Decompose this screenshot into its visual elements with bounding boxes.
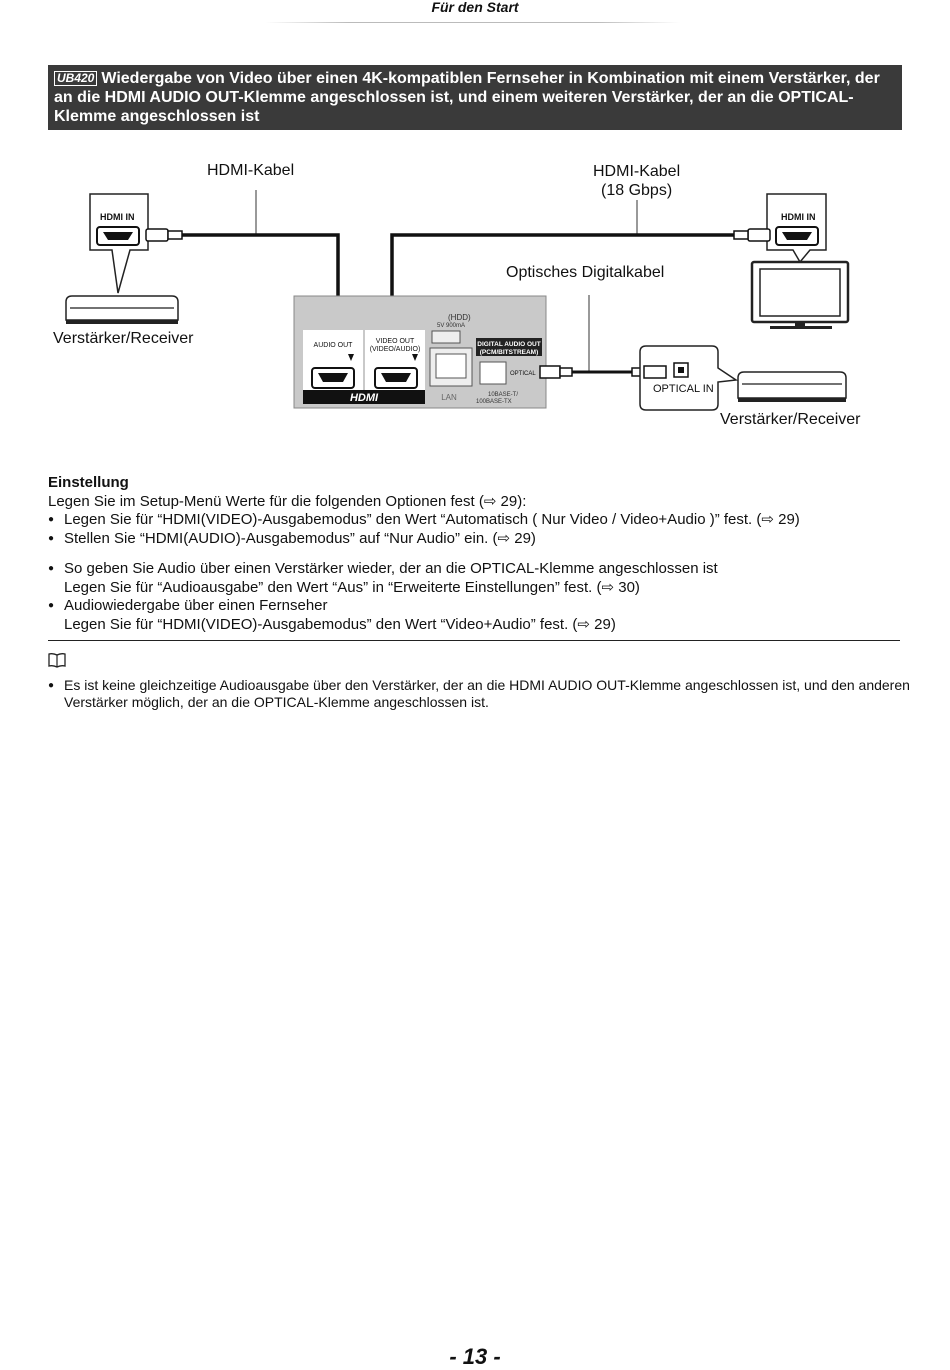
hdmi-in-callout-left: HDMI IN: [89, 193, 149, 294]
settings-bullet-4-line-2: Legen Sie für “HDMI(VIDEO)-Ausgabemodus”…: [64, 615, 616, 633]
lan-spec-label-2: 100BASE-TX: [476, 399, 512, 405]
receiver-left-label: Verstärker/Receiver: [53, 330, 194, 347]
settings-bullet-3-line-2: Legen Sie für “Audioausgabe” den Wert “A…: [64, 578, 640, 596]
settings-bullet-3: So geben Sie Audio über einen Verstärker…: [48, 560, 908, 597]
digital-audio-out-label: DIGITAL AUDIO OUT: [477, 341, 540, 348]
banner-text: Wiedergabe von Video über einen 4K-kompa…: [54, 70, 880, 125]
hdmi-cable-left-label: HDMI-Kabel: [207, 162, 295, 179]
pcm-bitstream-label: (PCM/BITSTREAM): [480, 349, 539, 356]
hdmi-in-left-label: HDMI IN: [100, 212, 135, 222]
hdmi-logo: HDMI: [350, 392, 379, 404]
model-badge: UB420: [54, 71, 98, 86]
connection-diagram-svg: HDMI IN HDMI IN: [65, 190, 850, 411]
settings-heading: Einstellung: [48, 474, 129, 491]
settings-bullet-1: Legen Sie für “HDMI(VIDEO)-Ausgabemodus”…: [48, 511, 908, 530]
optical-port-label: OPTICAL: [510, 371, 536, 377]
receiver-left-device: [65, 295, 179, 324]
header-divider: [265, 22, 680, 23]
optical-in-label: OPTICAL IN: [653, 383, 714, 395]
hdmi-cable-right-speed: (18 Gbps): [601, 182, 673, 199]
optical-cable: [539, 365, 645, 379]
book-icon: [47, 652, 67, 673]
section-divider: [48, 640, 900, 641]
hdd-label: (HDD): [448, 313, 471, 322]
hdd-power-label: 5V 900mA: [437, 323, 465, 329]
settings-bullet-4-line-1: Audiowiedergabe über einen Fernseher: [64, 597, 328, 614]
receiver-right-device: [737, 371, 847, 402]
optical-in-callout: OPTICAL IN: [639, 345, 739, 411]
page-number: - 13 -: [449, 1344, 501, 1369]
lan-label: LAN: [441, 393, 457, 402]
settings-bullet-4: Audiowiedergabe über einen Fernseher Leg…: [48, 597, 908, 634]
player-back-panel: AUDIO OUT VIDEO OUT (VIDEO/AUDIO) HDMI (…: [293, 295, 547, 409]
settings-bullet-2-text: Stellen Sie “HDMI(AUDIO)-Ausgabemodus” a…: [64, 529, 536, 547]
tv-device: [750, 260, 850, 329]
note-text: Es ist keine gleichzeitige Audioausgabe …: [64, 677, 910, 710]
settings-bullet-2: Stellen Sie “HDMI(AUDIO)-Ausgabemodus” a…: [48, 530, 908, 549]
optical-cable-label: Optisches Digitalkabel: [506, 264, 665, 281]
settings-intro: Legen Sie im Setup-Menü Werte für die fo…: [48, 492, 527, 510]
receiver-right-label: Verstärker/Receiver: [720, 411, 861, 428]
connection-diagram: HDMI IN HDMI IN: [0, 150, 950, 440]
lan-spec-label: 10BASE-T/: [488, 392, 518, 398]
audio-out-label: AUDIO OUT: [314, 342, 354, 349]
settings-section: Einstellung Legen Sie im Setup-Menü Wert…: [48, 474, 908, 634]
note-bullet: Es ist keine gleichzeitige Audioausgabe …: [48, 677, 919, 711]
hdmi-cable-right-label: HDMI-Kabel: [593, 163, 681, 180]
settings-bullet-1-text: Legen Sie für “HDMI(VIDEO)-Ausgabemodus”…: [64, 511, 800, 528]
video-audio-label: (VIDEO/AUDIO): [370, 346, 421, 353]
page-header-title: Für den Start: [431, 0, 519, 15]
hdmi-in-callout-right: HDMI IN: [766, 193, 827, 264]
settings-bullet-3-line-1: So geben Sie Audio über einen Verstärker…: [64, 560, 718, 577]
hdmi-in-right-label: HDMI IN: [781, 212, 816, 222]
video-out-label: VIDEO OUT: [376, 338, 415, 345]
